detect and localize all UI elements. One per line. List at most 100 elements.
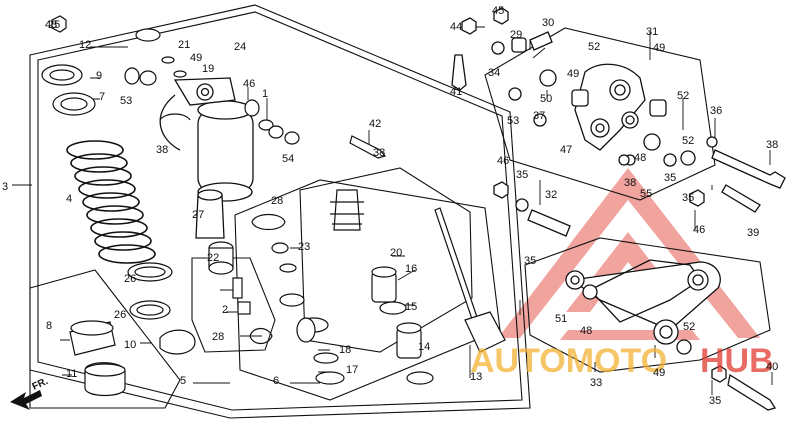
part-callout-label: 38 bbox=[766, 139, 778, 151]
bump-rubber-outline bbox=[191, 257, 276, 353]
part-callout-label: 44 bbox=[450, 21, 462, 33]
part-callout-label: 18 bbox=[339, 344, 351, 356]
damper-subassembly-outline bbox=[234, 179, 501, 401]
part-callout-label: 26 bbox=[124, 273, 136, 285]
part-callout-label: 53 bbox=[120, 95, 132, 107]
part-callout-label: 14 bbox=[418, 341, 430, 353]
nut-46c bbox=[711, 365, 727, 383]
nut-46b bbox=[461, 17, 477, 35]
watermark-triangle-logo bbox=[498, 168, 760, 340]
shock-spring bbox=[66, 140, 156, 264]
collar-31 bbox=[529, 31, 553, 51]
part-callout-label: 12 bbox=[79, 39, 91, 51]
part-callout-label: 37 bbox=[533, 110, 545, 122]
part-callout-label: 22 bbox=[207, 252, 219, 264]
part-callout-label: 24 bbox=[234, 41, 246, 53]
part-callout-label: 28 bbox=[271, 195, 283, 207]
part-callout-label: 40 bbox=[766, 361, 778, 373]
retainer-group-outline bbox=[29, 269, 181, 409]
front-arrow-icon bbox=[10, 390, 42, 410]
watermark bbox=[498, 168, 760, 340]
part-callout-label: 45 bbox=[492, 5, 504, 17]
watermark-brand-hub: HUB bbox=[700, 342, 774, 380]
part-callout-label: 38 bbox=[624, 177, 636, 189]
circlip bbox=[251, 213, 286, 231]
part-callout-label: 27 bbox=[192, 209, 204, 221]
collar-30 bbox=[511, 37, 527, 53]
piston-ring bbox=[379, 301, 407, 315]
part-callout-label: 15 bbox=[405, 301, 417, 313]
part-callout-label: 20 bbox=[390, 247, 402, 259]
part-callout-label: 11 bbox=[66, 368, 77, 380]
collar-54 bbox=[124, 67, 140, 85]
washer-19 bbox=[173, 70, 187, 78]
part-callout-label: 46 bbox=[497, 155, 509, 167]
part-callout-label: 51 bbox=[555, 313, 567, 325]
part-callout-label: 42 bbox=[369, 118, 381, 130]
part-callout-label: 35 bbox=[709, 395, 721, 407]
circlip-lower bbox=[249, 327, 273, 345]
part-callout-label: 35 bbox=[524, 255, 536, 267]
part-callout-label: 53 bbox=[507, 115, 519, 127]
part-callout-label: 7 bbox=[99, 91, 105, 103]
part-callout-label: 49 bbox=[190, 52, 202, 64]
watermark-text: AUTOMOTO HUB bbox=[470, 342, 774, 380]
washer-35a bbox=[491, 41, 505, 55]
washer-52 bbox=[680, 150, 696, 166]
part-callout-label: 48 bbox=[634, 152, 646, 164]
washer-51 bbox=[161, 56, 175, 64]
group-outlines bbox=[12, 4, 773, 419]
small-parts bbox=[41, 15, 506, 397]
part-callout-label: 55 bbox=[640, 188, 652, 200]
collar-55 bbox=[284, 131, 300, 145]
bearing-49 bbox=[643, 133, 661, 151]
shock-assembly-outline-inner bbox=[37, 11, 523, 411]
shock-arm bbox=[574, 63, 646, 151]
adjuster-valve bbox=[232, 277, 243, 299]
part-callout-label: 17 bbox=[346, 364, 358, 376]
shock-absorber-body bbox=[159, 77, 254, 239]
part-callout-label: 6 bbox=[273, 375, 279, 387]
part-callout-label: 54 bbox=[282, 153, 294, 165]
dust-seal-top bbox=[135, 28, 161, 42]
part-callout-label: 49 bbox=[653, 367, 665, 379]
part-callout-label: 25 bbox=[48, 19, 60, 31]
part-callout-label: 23 bbox=[298, 241, 310, 253]
part-callout-label: 46 bbox=[243, 78, 255, 90]
part-callout-label: 30 bbox=[542, 17, 554, 29]
part-callout-label: 31 bbox=[646, 26, 658, 38]
part-callout-label: 43 bbox=[45, 19, 57, 31]
bolt-42 bbox=[727, 373, 777, 411]
bush bbox=[237, 301, 251, 315]
washer-56 bbox=[618, 154, 630, 166]
bolt-44 bbox=[349, 135, 387, 159]
part-callout-label: 39 bbox=[747, 227, 759, 239]
washer-52c bbox=[676, 339, 692, 355]
nut-46a bbox=[493, 7, 509, 25]
watermark-brand-auto: AUTOMOTO bbox=[470, 342, 667, 380]
part-callout-label: 19 bbox=[202, 63, 214, 75]
part-callout-label: 28 bbox=[212, 331, 224, 343]
part-callout-label: 38 bbox=[156, 144, 168, 156]
damper-stack bbox=[279, 263, 297, 273]
bearing-38 bbox=[139, 70, 157, 86]
part-callout-label: 36 bbox=[710, 105, 722, 117]
linkage-arm-outline bbox=[484, 27, 716, 201]
bolt-41 bbox=[721, 184, 761, 213]
rubber-bellows bbox=[333, 189, 361, 231]
pivot-bolt-40 bbox=[711, 149, 786, 189]
part-callout-label: 2 bbox=[222, 304, 228, 316]
bearing-38b bbox=[268, 125, 284, 139]
collar-23 bbox=[271, 242, 289, 254]
part-callout-label: 47 bbox=[560, 144, 572, 156]
part-callout-label: 38 bbox=[373, 147, 385, 159]
o-ring bbox=[313, 352, 339, 364]
front-direction-label: FR. bbox=[31, 376, 50, 393]
linkage-parts bbox=[451, 7, 786, 411]
part-callout-label: 35 bbox=[682, 192, 694, 204]
connecting-rod bbox=[570, 261, 721, 331]
part-callout-label: 49 bbox=[653, 42, 665, 54]
